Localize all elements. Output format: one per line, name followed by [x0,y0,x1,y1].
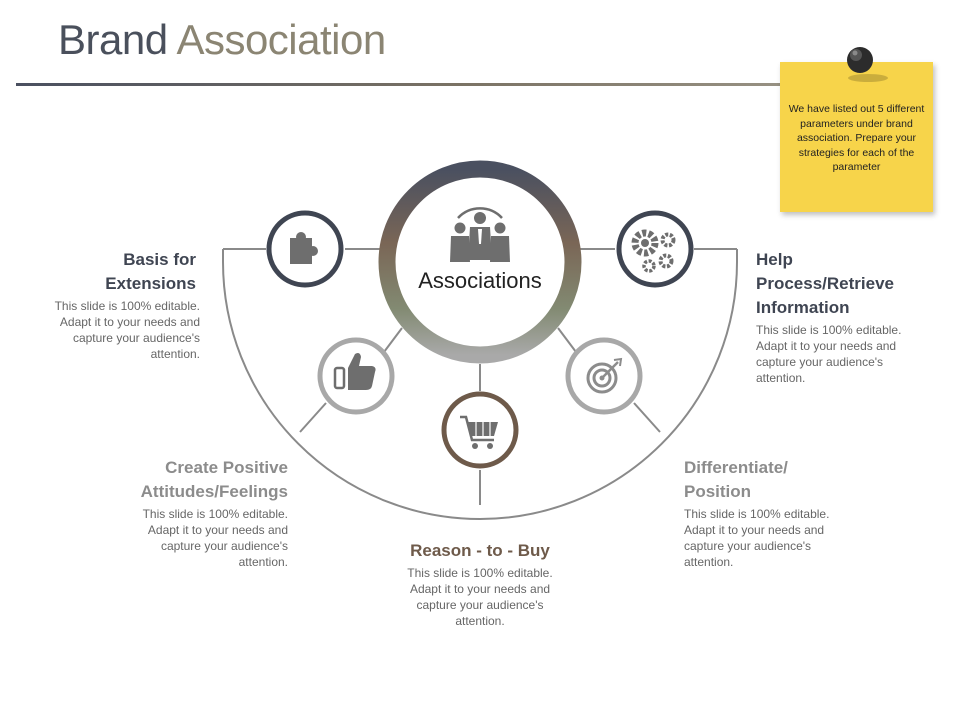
slide-title: Brand Association [58,16,386,63]
thumbs-up-icon [333,353,376,390]
connector-lines [223,248,737,505]
item-heading: Basis for Extensions [105,250,196,293]
gears-circle [616,210,694,288]
item-basis-for-extensions: Basis for Extensions This slide is 100% … [30,248,200,362]
item-description: This slide is 100% editable. Adapt it to… [142,507,288,569]
item-heading: Differentiate/ Position [684,458,788,501]
item-heading: Help Process/Retrieve Information [756,250,894,317]
pushpin-icon [847,47,888,82]
item-description: This slide is 100% editable. Adapt it to… [407,566,553,628]
hub-label: Associations [418,268,542,293]
target-icon [586,357,623,394]
people-group-icon [450,207,510,262]
item-heading: Create Positive Attitudes/Feelings [140,458,288,501]
shopping-cart-icon [460,415,498,449]
item-heading: Reason - to - Buy [410,541,550,560]
sticky-note: We have listed out 5 different parameter… [780,62,933,212]
sticky-note-text: We have listed out 5 different parameter… [788,103,925,173]
item-reason-to-buy: Reason - to - Buy This slide is 100% edi… [388,539,572,629]
item-description: This slide is 100% editable. Adapt it to… [684,507,830,569]
item-differentiate-position: Differentiate/ Position This slide is 10… [684,456,854,570]
outer-arc [222,249,738,520]
item-description: This slide is 100% editable. Adapt it to… [54,299,200,361]
hub-ring [378,160,582,364]
item-create-positive-attitudes: Create Positive Attitudes/Feelings This … [108,456,288,570]
gears-icon [631,229,676,273]
item-help-process-retrieve: Help Process/Retrieve Information This s… [756,248,931,386]
title-divider [16,83,816,86]
item-description: This slide is 100% editable. Adapt it to… [756,323,902,385]
puzzle-piece-icon [290,232,318,264]
